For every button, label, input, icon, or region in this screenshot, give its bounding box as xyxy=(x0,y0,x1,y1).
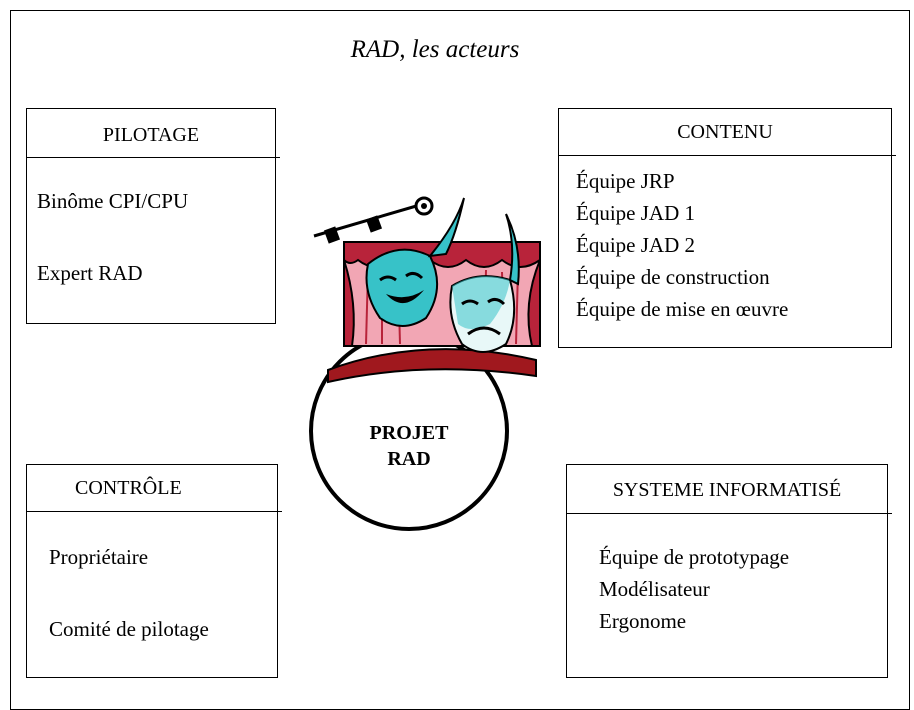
pilotage-item: Expert RAD xyxy=(37,261,143,285)
projet-label-line1: PROJET xyxy=(369,422,449,444)
contenu-item: Équipe JAD 2 xyxy=(576,233,695,257)
controle-item: Propriétaire xyxy=(49,545,149,569)
stage-floor xyxy=(327,348,537,384)
contenu-items: Équipe JRP Équipe JAD 1 Équipe JAD 2 Équ… xyxy=(576,165,788,325)
pilotage-items: Binôme CPI/CPU Expert RAD xyxy=(37,183,188,291)
controle-items: Propriétaire Comité de pilotage xyxy=(49,539,209,647)
contenu-item: Équipe JRP xyxy=(576,169,675,193)
spotlight-bar xyxy=(313,196,434,244)
controle-item: Comité de pilotage xyxy=(49,617,209,641)
systeme-header: SYSTEME INFORMATISÉ xyxy=(567,465,887,514)
controle-box: CONTRÔLE Propriétaire Comité de pilotage xyxy=(26,464,282,678)
diagram-title: RAD, les acteurs xyxy=(350,36,520,63)
contenu-box: CONTENU Équipe JRP Équipe JAD 1 Équipe J… xyxy=(558,108,896,348)
sad-mask-icon xyxy=(449,213,520,353)
systeme-items: Équipe de prototypage Modélisateur Ergon… xyxy=(599,541,789,637)
happy-mask-icon xyxy=(365,197,465,327)
projet-label-line2: RAD xyxy=(387,448,431,470)
systeme-item: Modélisateur xyxy=(599,577,710,601)
projet-label: PROJET RAD xyxy=(308,420,510,472)
controle-header: CONTRÔLE xyxy=(27,465,277,512)
contenu-header: CONTENU xyxy=(559,109,891,156)
pilotage-item: Binôme CPI/CPU xyxy=(37,189,189,213)
contenu-item: Équipe de mise en œuvre xyxy=(576,297,789,321)
theater-masks-icon xyxy=(313,196,541,384)
systeme-item: Équipe de prototypage xyxy=(599,545,790,569)
contenu-item: Équipe de construction xyxy=(576,265,770,289)
pilotage-header: PILOTAGE xyxy=(27,109,275,158)
pilotage-box: PILOTAGE Binôme CPI/CPU Expert RAD xyxy=(26,108,280,324)
systeme-item: Ergonome xyxy=(599,609,687,633)
systeme-box: SYSTEME INFORMATISÉ Équipe de prototypag… xyxy=(566,464,892,678)
contenu-item: Équipe JAD 1 xyxy=(576,201,695,225)
